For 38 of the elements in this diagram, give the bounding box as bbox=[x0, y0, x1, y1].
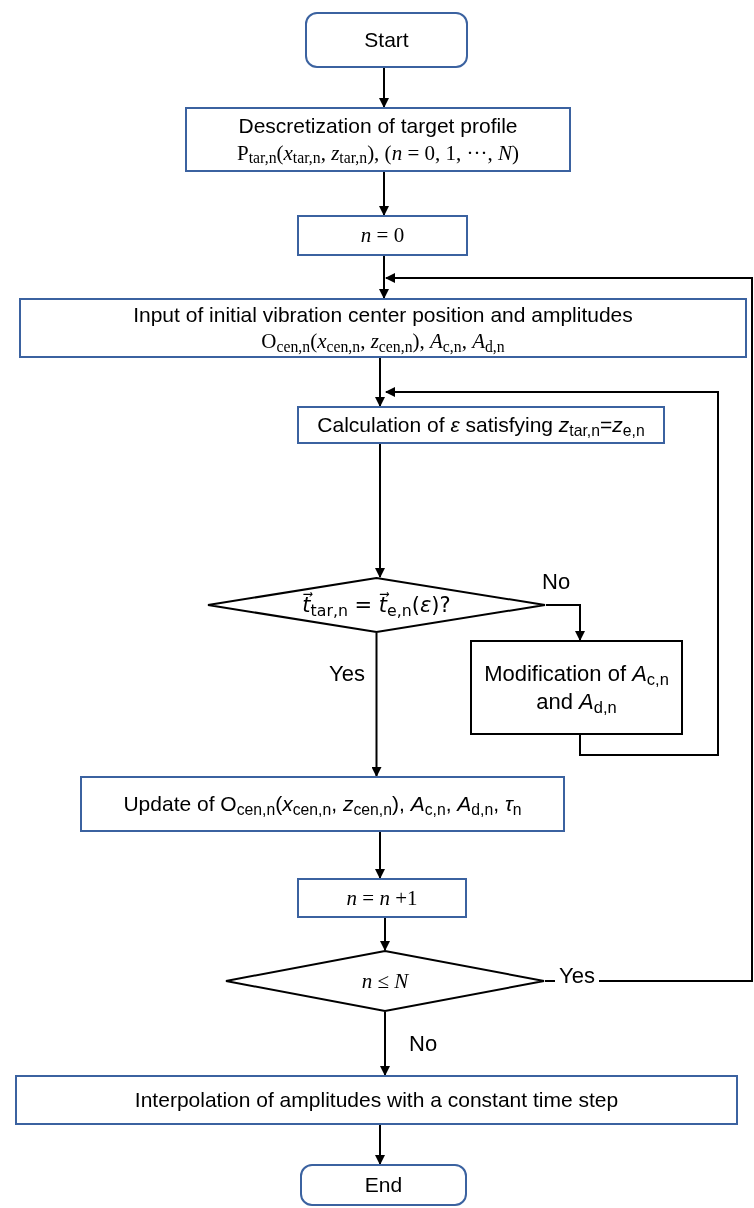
process-box bbox=[19, 298, 747, 358]
process-box bbox=[470, 640, 683, 735]
process-box bbox=[80, 776, 565, 832]
arrow bbox=[375, 1124, 385, 1165]
arrow bbox=[375, 443, 385, 578]
node-text: Descretization of target profile bbox=[237, 113, 519, 140]
arrow bbox=[380, 917, 390, 951]
node-text: End bbox=[363, 1171, 404, 1198]
process-box bbox=[15, 1075, 738, 1125]
arrow bbox=[379, 67, 389, 108]
decision-diamond bbox=[225, 950, 545, 1012]
node-text: P$_{tar,n}$(x$_{tar,n}$, z$_{tar,n}$), (n = 0, 1, ···, N) bbox=[236, 139, 520, 166]
arrow bbox=[379, 255, 389, 299]
process-box bbox=[185, 107, 571, 172]
node-text: Calculation of ε satisfying z$_{tar,n}$=z$_{e,n}$ bbox=[316, 411, 646, 439]
process-box bbox=[297, 878, 467, 918]
node-text: Modification of A$_{c,n}$ and A$_{d,n}$ bbox=[483, 660, 670, 715]
node-text: n = 0 bbox=[359, 222, 406, 249]
arrow bbox=[385, 273, 753, 982]
arrow bbox=[371, 632, 382, 777]
terminal-box bbox=[300, 1164, 467, 1206]
arrow bbox=[545, 604, 585, 641]
node-text: Update of O$_{cen,n}$(x$_{cen,n}$, z$_{cen,n}$), A$_{c,n}$, A$_{d,n}$, τ$_{n}$ bbox=[122, 790, 523, 818]
arrow bbox=[375, 357, 385, 407]
arrow bbox=[380, 1011, 390, 1076]
terminal-box bbox=[305, 12, 468, 68]
node-text: n ≤ N bbox=[360, 967, 410, 995]
arrow bbox=[385, 387, 719, 756]
node-text: Input of initial vibration center position and amplitudes bbox=[132, 301, 634, 328]
arrow bbox=[379, 171, 389, 216]
arrow bbox=[375, 831, 385, 879]
process-box bbox=[297, 215, 468, 256]
node-text: Interpolation of amplitudes with a constant time step bbox=[133, 1086, 620, 1113]
node-text: Start bbox=[363, 26, 410, 53]
node-text: t⃗$_{tar,n}$ = t⃗$_{e,n}$(ε)? bbox=[301, 591, 452, 619]
node-text: n = n +1 bbox=[345, 884, 419, 912]
process-box bbox=[297, 406, 665, 444]
node-text: O$_{cen,n}$(x$_{cen,n}$, z$_{cen,n}$), A$_{c,n}$, A$_{d,n}$ bbox=[260, 328, 506, 355]
